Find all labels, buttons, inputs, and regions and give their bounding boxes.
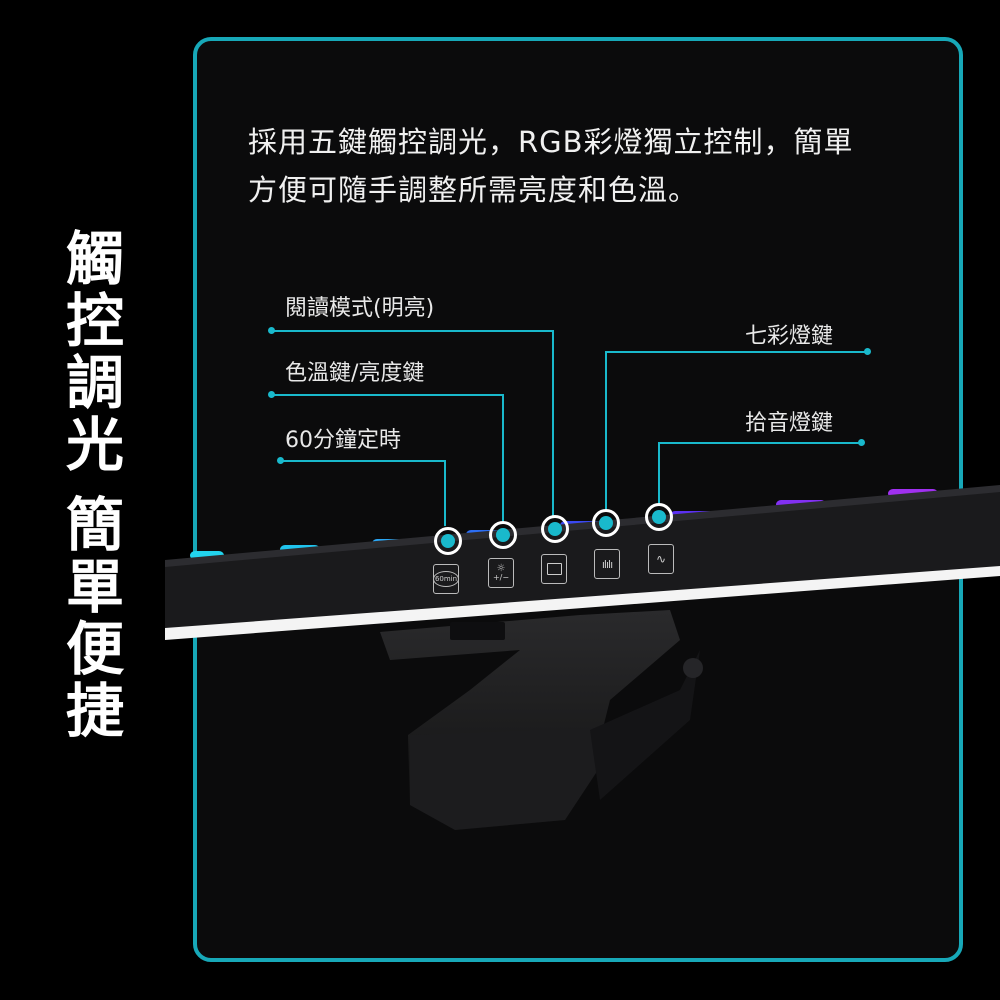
callout-line — [552, 330, 554, 518]
rainbow-button[interactable]: ∿ — [648, 544, 674, 574]
feature-frame — [193, 37, 963, 962]
label-sound-pickup: 拾音燈鍵 — [745, 411, 834, 436]
clamp-joint — [450, 622, 505, 640]
callout-dot — [268, 391, 275, 398]
callout-dot — [268, 327, 275, 334]
title-char: 捷 — [65, 677, 124, 745]
reading-mode-button-highlight — [541, 515, 569, 543]
callout-line — [605, 351, 867, 353]
callout-line — [658, 442, 660, 506]
title-char: 控 — [65, 287, 124, 355]
label-rainbow: 七彩燈鍵 — [745, 324, 834, 349]
title-char: 觸 — [65, 225, 124, 293]
timer-button[interactable]: 60min — [432, 564, 460, 594]
light-bar-body — [165, 490, 1000, 630]
label-color-temp-brightness: 色溫鍵/亮度鍵 — [285, 361, 425, 386]
callout-line — [502, 394, 504, 522]
pulse-icon: ∿ — [655, 552, 667, 566]
callout-line — [605, 351, 607, 511]
title-char: 便 — [65, 615, 124, 683]
clamp-hinge — [683, 658, 703, 678]
sound-pickup-button[interactable]: ılılı — [594, 549, 620, 579]
callout-line — [272, 394, 504, 396]
sound-button-highlight — [592, 509, 620, 537]
label-reading-mode: 閱讀模式(明亮) — [285, 296, 435, 321]
title-char: 調 — [65, 349, 124, 417]
brightness-button[interactable]: ☼ +/− — [488, 558, 514, 588]
feature-description: 採用五鍵觸控調光，RGB彩燈獨立控制，簡單 方便可隨手調整所需亮度和色溫。 — [248, 118, 948, 214]
brightness-icon: +/− — [492, 573, 510, 582]
callout-dot — [864, 348, 871, 355]
light-bar-top-edge — [165, 485, 1000, 567]
clamp-front — [410, 728, 598, 830]
callout-dot — [858, 439, 865, 446]
brightness-icon-wrap: ☼ +/− — [492, 563, 510, 583]
title-char: 簡 — [65, 491, 124, 559]
brightness-button-highlight — [489, 521, 517, 549]
light-bar-led-strip — [165, 566, 1000, 640]
description-line-2: 方便可隨手調整所需亮度和色溫。 — [248, 173, 699, 207]
bulb-icon: ☼ — [496, 563, 506, 574]
callout-dot — [277, 457, 284, 464]
vertical-title: 觸 控 調 光 簡 單 便 捷 — [60, 228, 130, 742]
rainbow-button-highlight — [645, 503, 673, 531]
callout-line — [272, 330, 554, 332]
timer-icon: 60min — [432, 571, 460, 587]
label-timer: 60分鐘定時 — [285, 428, 401, 453]
reading-mode-button[interactable] — [541, 554, 567, 584]
title-char: 單 — [65, 553, 124, 621]
callout-line — [658, 442, 861, 444]
callout-line — [444, 460, 446, 526]
monitor-icon — [546, 563, 562, 575]
timer-button-highlight — [434, 527, 462, 555]
equalizer-icon: ılılı — [601, 557, 613, 571]
clamp-side — [590, 650, 700, 800]
description-line-1: 採用五鍵觸控調光，RGB彩燈獨立控制，簡單 — [248, 125, 854, 159]
callout-line — [281, 460, 446, 462]
title-char: 光 — [65, 411, 124, 479]
